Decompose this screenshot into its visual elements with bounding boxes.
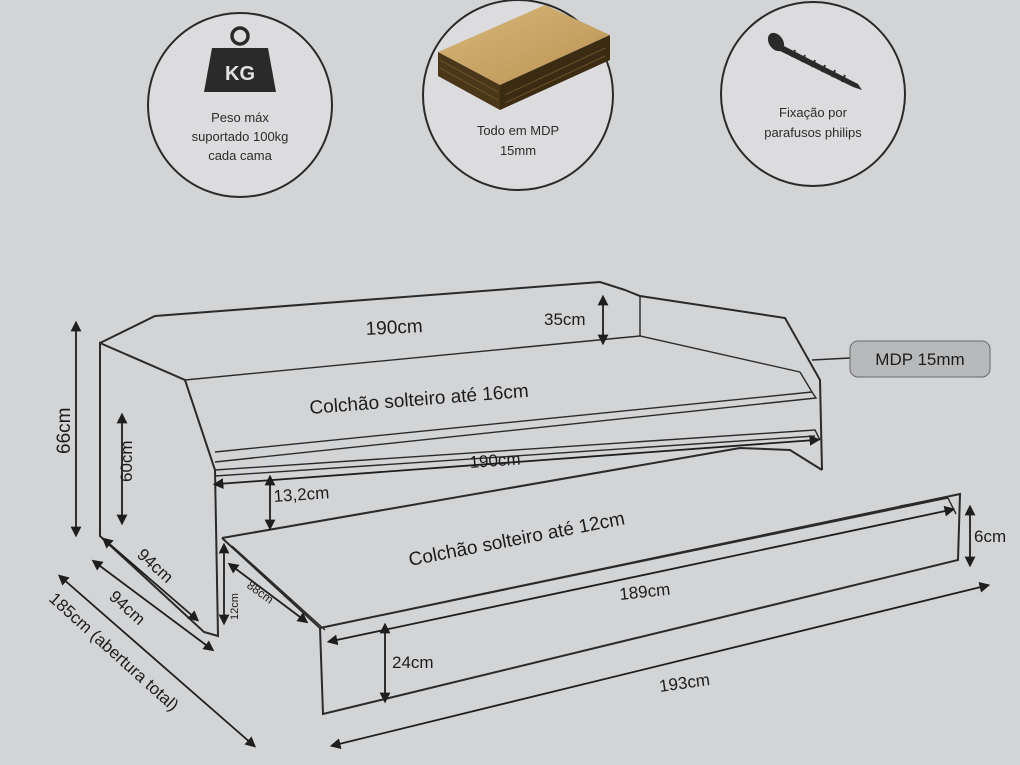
feature-weight: KG Peso máx suportado 100kg cada cama: [147, 12, 333, 198]
feature-mdp-line-2: 15mm: [500, 143, 536, 158]
mdp-callout: MDP 15mm: [849, 340, 991, 378]
dim-trundle-side-height: 12cm: [229, 593, 241, 620]
feature-screw: Fixação por parafusos philips: [720, 1, 906, 187]
weight-icon: KG: [204, 26, 276, 92]
feature-weight-line-1: Peso máx: [211, 110, 269, 125]
dim-front-height: 24cm: [392, 653, 434, 672]
dimension-arrows: [57, 294, 991, 749]
feature-weight-line-3: cada cama: [208, 148, 272, 163]
mdp-callout-text: MDP 15mm: [875, 350, 964, 369]
dim-trundle-length: 189cm: [618, 580, 671, 604]
feature-mdp: Todo em MDP 15mm: [422, 0, 614, 191]
dim-backrest-height: 35cm: [544, 310, 586, 329]
weight-icon-text: KG: [225, 63, 255, 85]
bed-drawing: [99, 280, 962, 716]
feature-mdp-line-1: Todo em MDP: [477, 123, 559, 138]
dim-middle-length: 190cm: [469, 449, 521, 472]
dim-inner-height: 60cm: [117, 440, 136, 482]
screw-icon: [767, 32, 862, 90]
dim-top-length: 190cm: [365, 316, 423, 340]
feature-screw-line-2: parafusos philips: [764, 125, 862, 140]
upper-mattress-label: Colchão solteiro até 16cm: [309, 381, 530, 419]
dim-total-length: 193cm: [658, 670, 711, 696]
dim-side-height: 66cm: [54, 408, 75, 454]
mdp-board-icon: [438, 5, 610, 110]
dim-trundle-edge: 6cm: [974, 527, 1006, 546]
feature-screw-line-1: Fixação por: [779, 105, 848, 120]
dim-gap-height: 13,2cm: [273, 483, 330, 506]
lower-mattress-label: Colchão solteiro até 12cm: [407, 508, 627, 571]
dim-depth-upper: 94cm: [133, 545, 177, 587]
feature-weight-line-2: suportado 100kg: [192, 129, 289, 144]
